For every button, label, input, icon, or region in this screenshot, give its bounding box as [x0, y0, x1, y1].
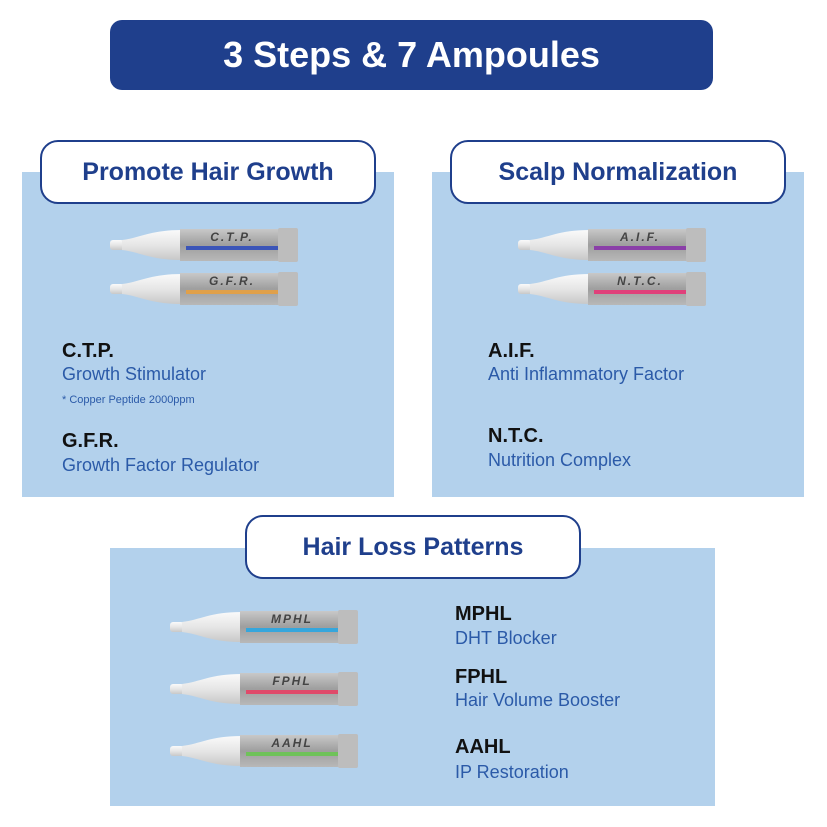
ampoule-graphic — [518, 272, 706, 306]
ampoule-mphl: MPHL — [170, 608, 360, 646]
ampoule-label: FPHL — [272, 674, 312, 688]
note-ctp: * Copper Peptide 2000ppm — [62, 394, 195, 406]
ampoule-label: G.F.R. — [208, 274, 255, 288]
desc-aahl: IP Restoration — [455, 762, 569, 782]
ampoule-label: A.I.F. — [619, 230, 660, 244]
code-fphl: FPHL — [455, 666, 508, 688]
desc-mphl: DHT Blocker — [455, 628, 557, 648]
desc-ctp: Growth Stimulator — [62, 364, 207, 384]
ampoule-graphic — [170, 734, 358, 768]
code-aif: A.I.F. — [488, 340, 535, 362]
ampoule-label: MPHL — [271, 612, 313, 626]
code-ctp: C.T.P. — [62, 340, 114, 362]
code-aahl: AAHL — [455, 736, 511, 758]
ampoule-graphic — [110, 272, 298, 306]
ampoule-fphl: FPHL — [170, 670, 360, 708]
title-banner: 3 Steps & 7 Ampoules — [110, 20, 713, 90]
ampoule-label: N.T.C. — [617, 274, 663, 288]
ampoule-label: AAHL — [271, 736, 313, 750]
panel-label-scalp-normalization: Scalp Normalization — [450, 140, 786, 204]
ampoule-aif: A.I.F. — [518, 226, 708, 264]
desc-ntc: Nutrition Complex — [488, 450, 632, 470]
panel-label-hair-loss-patterns: Hair Loss Patterns — [245, 515, 581, 579]
ampoule-ntc: N.T.C. — [518, 270, 708, 308]
ampoule-aahl: AAHL — [170, 732, 360, 770]
panel-hair-loss-patterns — [110, 548, 715, 806]
code-mphl: MPHL — [455, 603, 512, 625]
ampoule-graphic — [170, 672, 358, 706]
desc-gfr: Growth Factor Regulator — [62, 455, 260, 475]
panel-scalp-normalization — [432, 172, 804, 497]
ampoule-graphic — [110, 228, 298, 262]
ampoule-label: C.T.P. — [210, 230, 254, 244]
ampoule-gfr: G.F.R. — [110, 270, 300, 308]
desc-aif: Anti Inflammatory Factor — [488, 364, 685, 384]
ampoule-ctp: C.T.P. — [110, 226, 300, 264]
desc-fphl: Hair Volume Booster — [455, 690, 621, 710]
panel-promote-hair-growth — [22, 172, 394, 497]
ampoule-graphic — [170, 610, 358, 644]
code-gfr: G.F.R. — [62, 430, 119, 452]
ampoule-graphic — [518, 228, 706, 262]
code-ntc: N.T.C. — [488, 425, 544, 447]
panel-label-promote-hair-growth: Promote Hair Growth — [40, 140, 376, 204]
page-title: 3 Steps & 7 Ampoules — [223, 34, 600, 75]
